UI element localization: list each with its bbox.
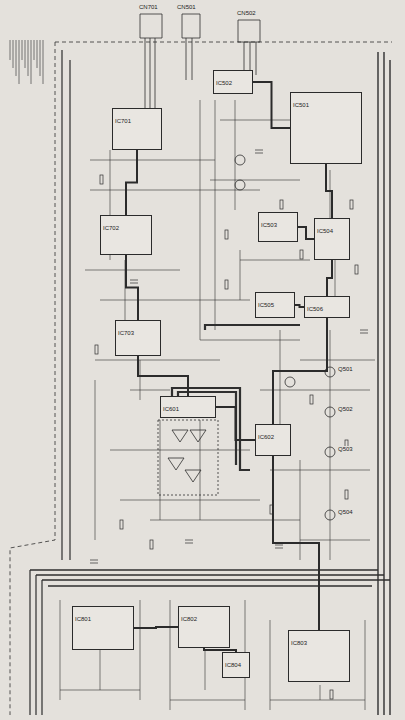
note-line <box>22 40 23 60</box>
ic-designator: IC804 <box>223 661 243 669</box>
bus-line <box>134 627 178 628</box>
ic-designator: IC505 <box>256 301 276 309</box>
resistor-symbol <box>225 230 228 239</box>
ic-box: IC802 <box>178 606 230 648</box>
part-label: Q501 <box>337 366 354 372</box>
part-label: Q503 <box>337 446 354 452</box>
wire <box>95 100 335 560</box>
resistor-symbol <box>300 250 303 259</box>
capacitor-symbol <box>185 540 193 543</box>
ic-box: IC602 <box>255 424 291 456</box>
ic-box: IC702 <box>100 215 152 255</box>
ic-designator: IC802 <box>179 615 199 623</box>
wire <box>145 38 256 110</box>
wire-bundle <box>378 52 390 715</box>
note-line <box>34 40 35 60</box>
ic-box: IC505 <box>255 292 295 318</box>
part-label: Q502 <box>337 406 354 412</box>
wire-bundle <box>30 570 390 586</box>
capacitor-symbol <box>275 545 283 548</box>
note-line <box>40 40 41 76</box>
bus-line <box>295 305 304 307</box>
note-line <box>19 40 20 84</box>
bus-line <box>273 318 327 424</box>
bus-line <box>253 82 290 128</box>
bus-line <box>216 407 255 440</box>
ic-designator: IC602 <box>256 433 276 441</box>
ic-designator: IC501 <box>291 101 311 109</box>
connector <box>140 14 260 42</box>
resistor-symbol <box>330 690 333 699</box>
resistor-symbol <box>100 175 103 184</box>
capacitor-symbol <box>130 280 138 283</box>
transistor-symbol <box>235 155 335 520</box>
bus-line <box>327 260 332 296</box>
part-label: CN701 <box>138 4 159 10</box>
part-label: Q504 <box>337 509 354 515</box>
part-label: CN501 <box>176 4 197 10</box>
note-line <box>28 40 29 76</box>
resistor-symbol <box>120 520 123 529</box>
bus-line <box>138 356 188 396</box>
note-line <box>37 40 38 68</box>
ic-designator: IC502 <box>214 79 234 87</box>
bus-line <box>126 150 137 215</box>
note-lines <box>10 40 43 84</box>
capacitor-symbol <box>360 330 368 333</box>
resistor-symbol <box>355 265 358 274</box>
wire <box>85 120 375 540</box>
resistor-symbol <box>280 200 283 209</box>
note-line <box>10 40 11 60</box>
note-line <box>13 40 14 68</box>
resistor-symbol <box>225 280 228 289</box>
ic-box: IC504 <box>314 218 350 260</box>
resistor-symbol <box>310 395 313 404</box>
ic-designator: IC803 <box>289 639 309 647</box>
ic-designator: IC504 <box>315 227 335 235</box>
ic-box: IC601 <box>160 396 216 418</box>
bus-line <box>326 164 332 218</box>
note-line <box>25 40 26 68</box>
op-amp-symbol <box>158 420 218 495</box>
resistor-symbol <box>345 490 348 499</box>
ic-designator: IC503 <box>259 221 279 229</box>
resistor-symbol <box>350 200 353 209</box>
resistor-symbol <box>95 345 98 354</box>
ic-box: IC501 <box>290 92 362 164</box>
ic-box: IC506 <box>304 296 350 318</box>
board-outline <box>10 42 392 715</box>
part-label: CN502 <box>236 10 257 16</box>
ic-box: IC703 <box>115 320 161 356</box>
bus-line <box>126 255 138 320</box>
ic-designator: IC702 <box>101 224 121 232</box>
ic-box: IC701 <box>112 108 162 150</box>
note-line <box>31 40 32 84</box>
ic-box: IC503 <box>258 212 298 242</box>
capacitor-symbol <box>255 150 263 153</box>
ic-designator: IC506 <box>305 305 325 313</box>
ic-designator: IC701 <box>113 117 133 125</box>
ic-box: IC804 <box>222 652 250 678</box>
ic-designator: IC601 <box>161 405 181 413</box>
note-line <box>16 40 17 76</box>
ic-box: IC801 <box>72 606 134 650</box>
ic-box: IC803 <box>288 630 350 682</box>
note-line <box>43 40 44 84</box>
bus-line <box>298 227 314 239</box>
ic-designator: IC703 <box>116 329 136 337</box>
bus-line <box>273 456 319 630</box>
wire-bundle <box>30 50 70 715</box>
resistor-symbol <box>150 540 153 549</box>
ic-box: IC502 <box>213 70 253 94</box>
ic-designator: IC801 <box>73 615 93 623</box>
capacitor-symbol <box>90 560 98 563</box>
